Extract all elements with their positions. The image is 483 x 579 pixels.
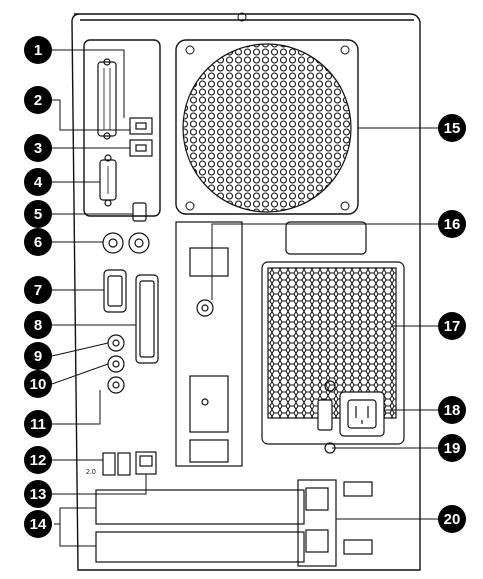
callout-20: 20 bbox=[438, 505, 466, 533]
phone-jack-1 bbox=[129, 117, 153, 135]
callout-1: 1 bbox=[24, 36, 52, 64]
leader-lines bbox=[51, 49, 438, 547]
svg-text:1: 1 bbox=[34, 42, 42, 59]
usb-port-1 bbox=[102, 452, 116, 476]
svg-text:20: 20 bbox=[444, 511, 461, 528]
svg-text:3: 3 bbox=[34, 140, 42, 157]
svg-text:17: 17 bbox=[444, 318, 461, 335]
callout-5: 5 bbox=[24, 200, 52, 228]
callout-13: 13 bbox=[24, 480, 52, 508]
callout-19: 19 bbox=[438, 434, 466, 462]
svg-text:9: 9 bbox=[34, 348, 42, 365]
callout-9: 9 bbox=[24, 342, 52, 370]
voltage-switch bbox=[317, 399, 333, 431]
vga-port bbox=[103, 269, 127, 313]
callout-18: 18 bbox=[438, 396, 466, 424]
callout-14: 14 bbox=[24, 510, 52, 538]
slot-covers bbox=[95, 479, 373, 567]
callout-12: 12 bbox=[24, 446, 52, 474]
case-fan-grille bbox=[182, 43, 352, 213]
db25-port bbox=[135, 274, 159, 364]
usb-version-label: 2.0 bbox=[86, 469, 96, 476]
callout-16: 16 bbox=[438, 210, 466, 238]
svg-text:2: 2 bbox=[34, 92, 42, 109]
svg-text:4: 4 bbox=[34, 174, 43, 191]
svg-text:7: 7 bbox=[34, 282, 42, 299]
svg-text:14: 14 bbox=[30, 516, 47, 533]
callout-8: 8 bbox=[24, 311, 52, 339]
coax-tv-input bbox=[196, 299, 214, 317]
usb-port-2 bbox=[117, 452, 131, 476]
expansion-bay bbox=[175, 221, 243, 467]
microphone-jack bbox=[107, 376, 125, 394]
callout-2: 2 bbox=[24, 86, 52, 114]
callout-10: 10 bbox=[24, 370, 52, 398]
callout-15: 15 bbox=[438, 114, 466, 142]
svg-text:12: 12 bbox=[30, 452, 47, 469]
ethernet-port bbox=[135, 451, 157, 475]
io-ports bbox=[97, 58, 159, 476]
svg-text:18: 18 bbox=[444, 402, 461, 419]
chassis bbox=[71, 12, 421, 571]
svg-text:15: 15 bbox=[444, 120, 461, 137]
callout-17: 17 bbox=[438, 312, 466, 340]
callout-4: 4 bbox=[24, 168, 52, 196]
phone-jack-2 bbox=[129, 139, 153, 157]
ac-power-inlet bbox=[339, 391, 385, 437]
svg-text:10: 10 bbox=[30, 376, 47, 393]
callout-7: 7 bbox=[24, 276, 52, 304]
svg-text:16: 16 bbox=[444, 216, 461, 233]
ps2-mouse-port bbox=[128, 232, 150, 254]
callouts: 1 2 3 4 5 6 7 8 9 10 11 12 13 14 15 16 1… bbox=[24, 36, 466, 538]
svg-text:19: 19 bbox=[444, 440, 461, 457]
audio-line-in-jack bbox=[107, 334, 125, 352]
callout-11: 11 bbox=[24, 410, 52, 438]
svg-text:13: 13 bbox=[30, 486, 47, 503]
callout-3: 3 bbox=[24, 134, 52, 162]
svg-text:11: 11 bbox=[30, 416, 46, 433]
audio-line-out-jack bbox=[107, 355, 125, 373]
power-supply bbox=[261, 221, 405, 454]
svg-text:5: 5 bbox=[34, 206, 42, 223]
svg-text:6: 6 bbox=[34, 234, 42, 251]
slot-cover-latch bbox=[297, 479, 337, 567]
callout-6: 6 bbox=[24, 228, 52, 256]
ps2-keyboard-port bbox=[102, 232, 124, 254]
parallel-port bbox=[97, 61, 117, 137]
svg-text:8: 8 bbox=[34, 317, 42, 334]
